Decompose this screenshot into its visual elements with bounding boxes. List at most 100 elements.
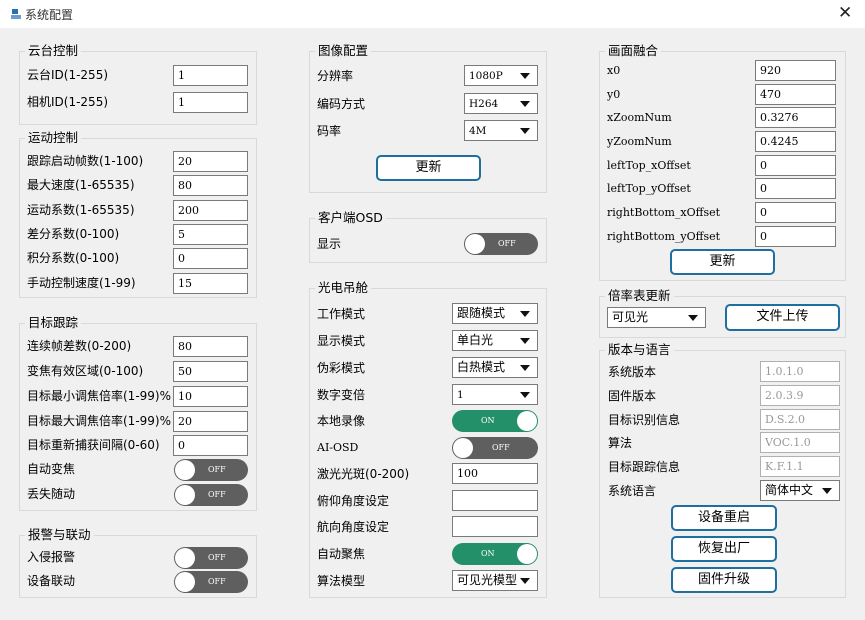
version-language-group: 版本与语言 [599, 342, 846, 598]
lost-follow-toggle[interactable]: OFF [174, 484, 248, 506]
select-value: H264 [469, 98, 499, 110]
laser-spot-input[interactable]: 100 [452, 463, 538, 484]
fusion-lt-yoffset-label: leftTop_yOffset [607, 182, 691, 195]
max-speed-input[interactable]: 80 [173, 175, 248, 196]
algo-model-select[interactable]: 可见光模型 [452, 570, 538, 591]
toggle-state-text: OFF [208, 553, 226, 562]
osd-display-label: 显示 [317, 237, 342, 251]
encoding-select[interactable]: H264 [464, 93, 538, 114]
factory-reset-button[interactable]: 恢复出厂 [671, 536, 777, 562]
min-zoom-input[interactable]: 10 [173, 386, 248, 407]
osd-display-toggle[interactable]: OFF [464, 233, 538, 255]
motion-coef-input[interactable]: 200 [173, 200, 248, 221]
frame-diff-input[interactable]: 80 [173, 336, 248, 357]
encoding-label: 编码方式 [317, 97, 366, 111]
display-mode-select[interactable]: 单白光 [452, 330, 538, 351]
zoom-area-input[interactable]: 50 [173, 361, 248, 382]
fusion-update-button[interactable]: 更新 [670, 249, 775, 275]
select-value: 可见光模型 [457, 573, 518, 587]
heading-angle-label: 航向角度设定 [317, 520, 390, 534]
track-start-frames-input[interactable]: 20 [173, 151, 248, 172]
resolution-select[interactable]: 1080P [464, 65, 538, 86]
group-title: 画面融合 [605, 43, 662, 59]
group-title: 倍率表更新 [605, 288, 674, 304]
toggle-knob [175, 548, 195, 568]
max-zoom-input[interactable]: 20 [173, 411, 248, 432]
auto-zoom-toggle[interactable]: OFF [174, 459, 248, 481]
fusion-lt-xoffset-input[interactable]: 0 [755, 155, 836, 176]
select-value: 1 [457, 389, 464, 401]
group-title: 版本与语言 [605, 342, 674, 358]
resolution-label: 分辨率 [317, 69, 354, 83]
fusion-x0-label: x0 [607, 64, 621, 77]
work-mode-select[interactable]: 跟随模式 [452, 303, 538, 324]
firmware-version-label: 固件版本 [608, 389, 657, 403]
camera-id-input[interactable]: 1 [173, 92, 248, 113]
group-title: 光电吊舱 [315, 280, 372, 296]
device-reboot-button[interactable]: 设备重启 [671, 505, 777, 531]
toggle-state-text: ON [481, 549, 495, 558]
close-icon[interactable]: ✕ [838, 3, 853, 23]
select-value: 单白光 [457, 333, 494, 347]
recapture-interval-label: 目标重新捕获间隔(0-60) [27, 438, 160, 452]
zoom-table-select[interactable]: 可见光 [607, 307, 706, 328]
toggle-state-text: OFF [498, 239, 516, 248]
group-title: 报警与联动 [25, 527, 94, 543]
zoom-table-group: 倍率表更新 [599, 288, 846, 338]
diff-coef-input[interactable]: 5 [173, 224, 248, 245]
recognition-info-field: D.S.2.0 [760, 409, 840, 430]
pseudo-color-select[interactable]: 白热模式 [452, 357, 538, 378]
frame-diff-label: 连续帧差数(0-200) [27, 339, 132, 353]
ai-osd-toggle[interactable]: OFF [452, 437, 538, 459]
file-upload-button[interactable]: 文件上传 [725, 304, 840, 331]
pitch-angle-input[interactable] [452, 490, 538, 511]
fusion-lt-yoffset-input[interactable]: 0 [755, 178, 836, 199]
lost-follow-label: 丢失随动 [27, 487, 76, 501]
chevron-down-icon [520, 101, 530, 107]
intrusion-alarm-label: 入侵报警 [27, 550, 76, 564]
recapture-interval-input[interactable]: 0 [173, 435, 248, 456]
bitrate-select[interactable]: 4M [464, 120, 538, 141]
chevron-down-icon [520, 128, 530, 134]
chevron-down-icon [520, 73, 530, 79]
heading-angle-input[interactable] [452, 516, 538, 537]
system-language-label: 系统语言 [608, 484, 657, 498]
algorithm-label: 算法 [608, 436, 633, 450]
max-zoom-label: 目标最大调焦倍率(1-99)% [27, 414, 172, 428]
laser-spot-label: 激光光斑(0-200) [317, 467, 410, 481]
fusion-xzoom-label: xZoomNum [607, 111, 672, 124]
firmware-version-field: 2.0.3.9 [760, 385, 840, 406]
device-linkage-toggle[interactable]: OFF [174, 571, 248, 593]
fusion-rb-xoffset-input[interactable]: 0 [755, 202, 836, 223]
group-title: 目标跟踪 [25, 315, 82, 331]
fusion-y0-input[interactable]: 470 [755, 84, 836, 105]
digital-zoom-select[interactable]: 1 [452, 384, 538, 405]
ptz-id-input[interactable]: 1 [173, 65, 248, 86]
manual-speed-input[interactable]: 15 [173, 273, 248, 294]
firmware-upgrade-button[interactable]: 固件升级 [671, 567, 777, 593]
max-speed-label: 最大速度(1-65535) [27, 178, 135, 192]
integral-coef-input[interactable]: 0 [173, 248, 248, 269]
system-language-select[interactable]: 简体中文 [760, 480, 840, 501]
auto-focus-toggle[interactable]: ON [452, 543, 538, 565]
fusion-yzoom-input[interactable]: 0.4245 [755, 131, 836, 152]
track-start-frames-label: 跟踪启动帧数(1-100) [27, 154, 144, 168]
fusion-x0-input[interactable]: 920 [755, 60, 836, 81]
select-value: 4M [469, 125, 487, 137]
intrusion-alarm-toggle[interactable]: OFF [174, 547, 248, 569]
fusion-xzoom-input[interactable]: 0.3276 [755, 107, 836, 128]
zoom-area-label: 变焦有效区域(0-100) [27, 364, 144, 378]
local-record-toggle[interactable]: ON [452, 410, 538, 432]
pseudo-color-label: 伪彩模式 [317, 361, 366, 375]
image-fusion-group: 画面融合 [599, 43, 846, 281]
motion-control-group: 运动控制 [19, 130, 257, 298]
ptz-control-group: 云台控制 [19, 43, 257, 125]
recognition-info-label: 目标识别信息 [608, 413, 681, 427]
toggle-knob [175, 572, 195, 592]
image-update-button[interactable]: 更新 [376, 155, 481, 181]
system-version-field: 1.0.1.0 [760, 361, 840, 382]
manual-speed-label: 手动控制速度(1-99) [27, 276, 136, 290]
toggle-knob [453, 438, 473, 458]
fusion-rb-yoffset-input[interactable]: 0 [755, 226, 836, 247]
chevron-down-icon [520, 338, 530, 344]
